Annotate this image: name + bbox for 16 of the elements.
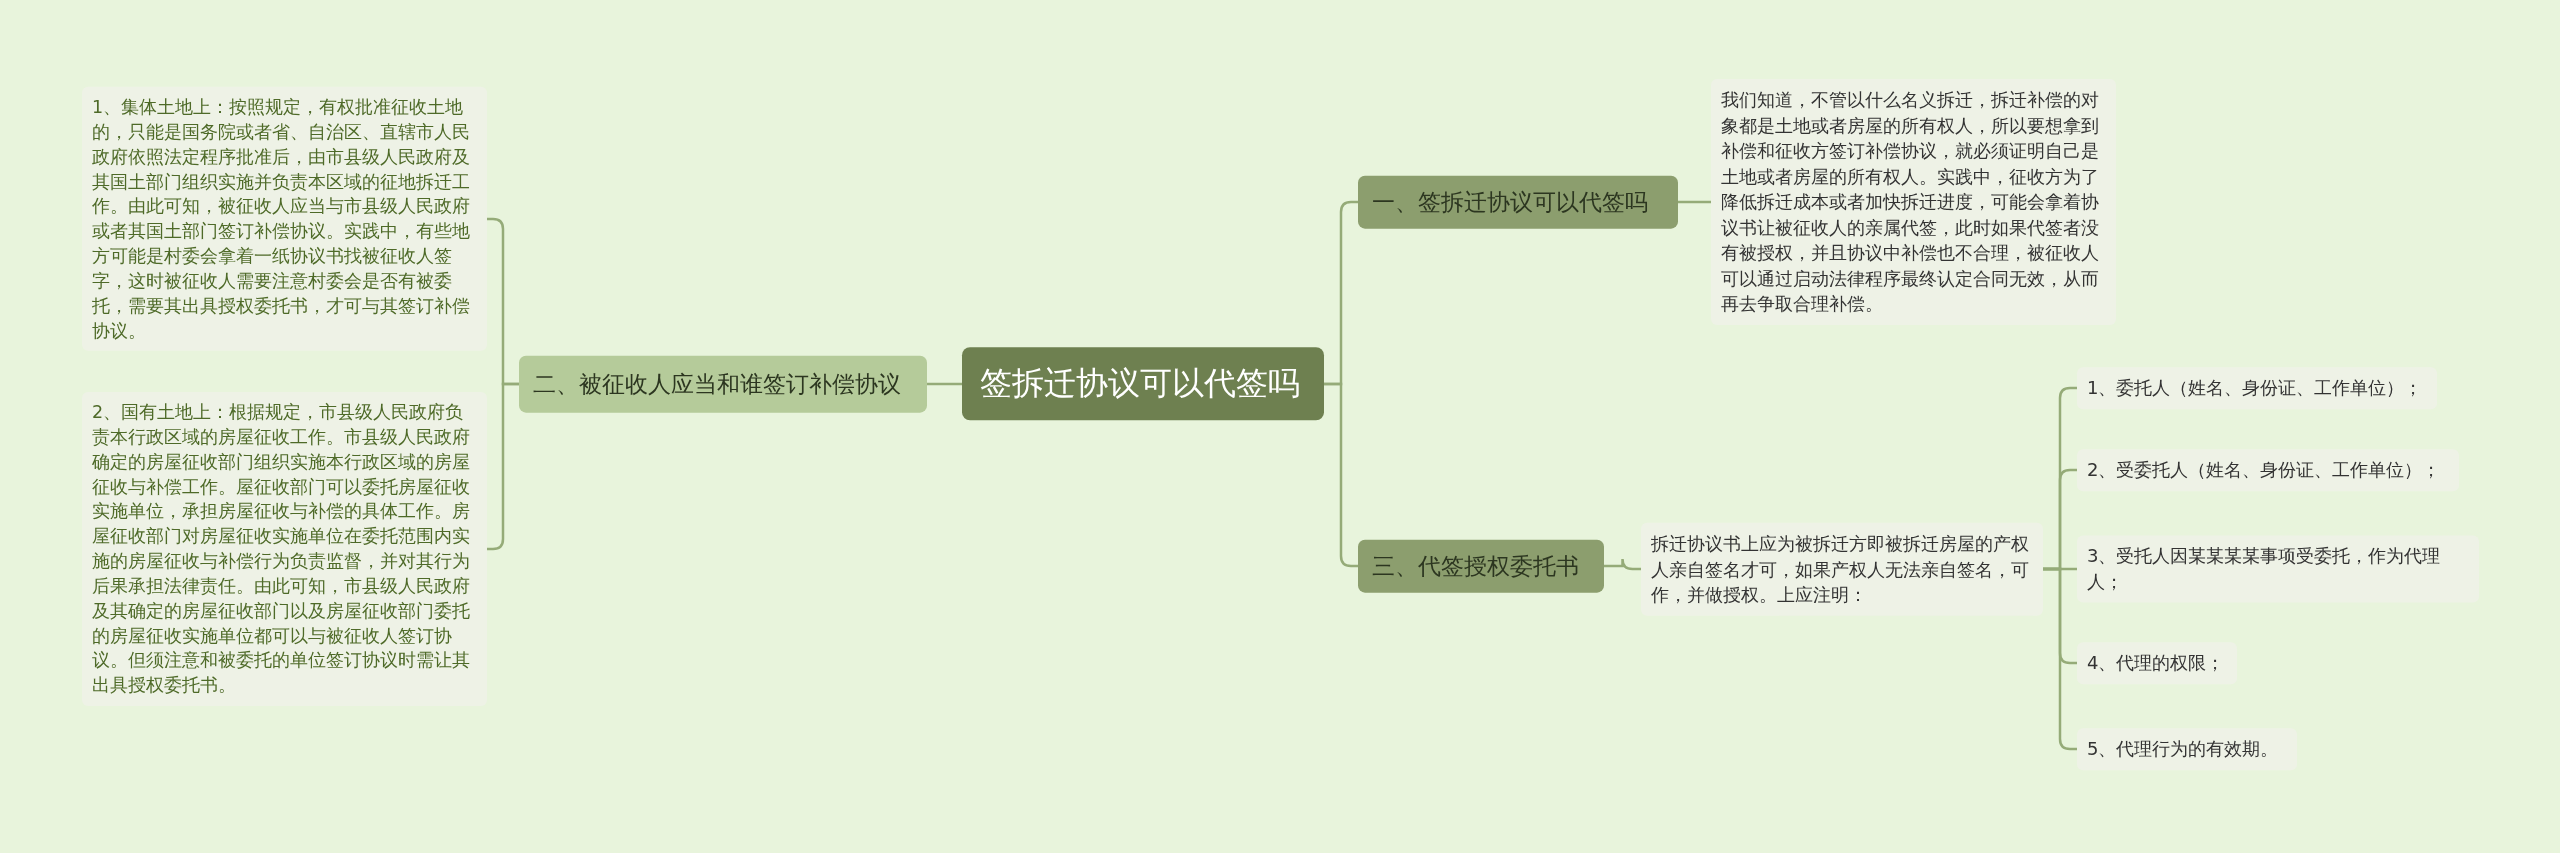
text-card: 1、集体土地上：按照规定，有权批准征收土地的，只能是国务院或者省、自治区、直辖市人民政府依照法定程序批准后，由市县级人民政府及其国土部门组织实施并负责本区域的征地拆迁工作。由此可知，被征收人应当与市县级人民政府或者其国土部门签订补偿协议。实践中，有些地方可能是村委会拿着一纸协议书找被征收人签字，这时被征收人需要注意村委会是否有被委托，需要其出具授权委托书，才可与其签订补偿协议。 (82, 86, 487, 352)
text-card: 2、国有土地上：根据规定，市县级人民政府负责本行政区域的房屋征收工作。市县级人民政府确定的房屋征收部门组织实施本行政区域的房屋征收与补偿工作。屋征收部门可以委托房屋征收实施单位，承担房屋征收与补偿的具体工作。房屋征收部门对房屋征收实施单位在委托范围内实施的房屋征收与补偿行为负责监督，并对其行为后果承担法律责任。由此可知，市县级人民政府及其确定的房屋征收部门以及房屋征收部门委托的房屋征收实施单位都可以与被征收人签订协议。但须注意和被委托的单位签订协议时需让其出具授权委托书。 (82, 391, 487, 707)
text-card: 拆迁协议书上应为被拆迁方即被拆迁房屋的产权人亲自签名才可，如果产权人无法亲自签名，可作，并做授权。上应注明： (1641, 522, 2043, 616)
text-card: 2、受委托人（姓名、身份证、工作单位）； (2077, 449, 2459, 491)
text-card: 我们知道，不管以什么名义拆迁，拆迁补偿的对象都是土地或者房屋的所有权人，所以要想拿到补偿和征收方签订补偿协议，就必须证明自己是土地或者房屋的所有权人。实践中，征收方为了降低拆迁成本或者加快拆迁进度，可能会拿着协议书让被征收人的亲属代签，此时如果代签者没有被授权，并且协议中补偿也不合理，被征收人可以通过启动法律程序最终认定合同无效，从而再去争取合理补偿。 (1711, 79, 2116, 325)
topic-box: 签拆迁协议可以代签吗 (962, 347, 1324, 421)
topic-box: 一、签拆迁协议可以代签吗 (1358, 175, 1678, 229)
connector-line (1604, 557, 1641, 571)
connector-line (927, 382, 962, 386)
topic-box: 二、被征收人应当和谁签订补偿协议 (519, 355, 927, 413)
topic-box: 三、代签授权委托书 (1358, 539, 1604, 593)
text-card: 5、代理行为的有效期。 (2077, 728, 2297, 770)
text-card: 3、受托人因某某某某事项受委托，作为代理人； (2077, 535, 2479, 603)
text-card: 4、代理的权限； (2077, 642, 2237, 684)
connector-line (1678, 200, 1711, 204)
text-card: 1、委托人（姓名、身份证、工作单位）； (2077, 367, 2437, 409)
